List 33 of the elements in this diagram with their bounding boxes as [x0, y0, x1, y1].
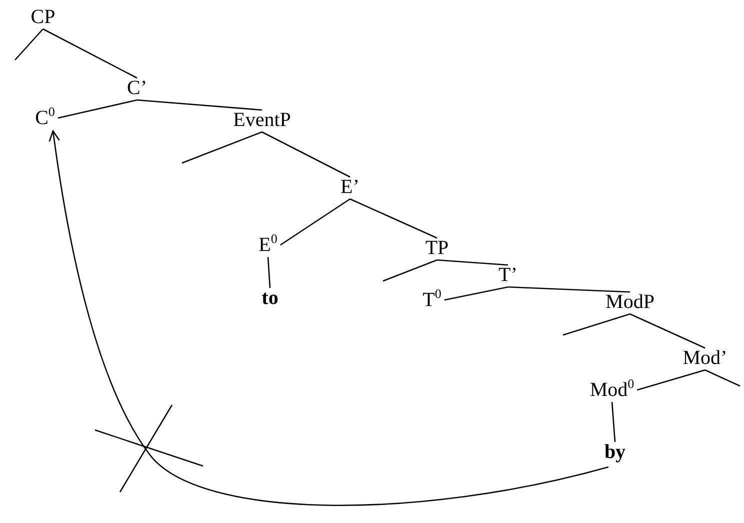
phrase-node-label: CP	[30, 6, 56, 28]
branch-line	[267, 256, 271, 288]
phrase-node-label: C$^{0}$	[35, 107, 55, 129]
branch-line	[58, 99, 138, 119]
branch-line	[280, 198, 350, 246]
branch-line	[350, 198, 438, 239]
branch-line	[704, 369, 740, 387]
branch-line	[182, 131, 262, 164]
phrase-node-label: Mod$^{0}$	[590, 379, 634, 401]
branch-line	[262, 131, 350, 178]
phrase-node-label: C’	[127, 77, 147, 99]
phrase-node-label: EventP	[233, 109, 291, 131]
phrase-node-label: E$^{0}$	[258, 234, 278, 256]
lexical-item-label: by	[604, 441, 626, 463]
lexical-item-label: to	[262, 287, 278, 309]
phrase-node-label: TP	[425, 237, 449, 259]
branch-line	[636, 369, 706, 391]
branch-line	[562, 313, 630, 336]
branch-line	[136, 99, 262, 111]
branch-line	[14, 28, 44, 60]
phrase-node-label: ModP	[606, 291, 654, 313]
phrase-node-label: E’	[340, 176, 360, 198]
branch-line	[508, 286, 630, 293]
branch-line	[611, 402, 616, 442]
branch-line	[42, 28, 138, 79]
branch-line	[436, 259, 508, 266]
phrase-node-label: T’	[498, 264, 518, 286]
phrase-node-label: T$^{0}$	[422, 289, 442, 311]
movement-arrow	[48, 130, 609, 506]
branch-line	[444, 286, 508, 301]
phrase-node-label: Mod’	[682, 347, 728, 369]
branch-line	[630, 313, 706, 349]
branch-line	[382, 259, 438, 282]
